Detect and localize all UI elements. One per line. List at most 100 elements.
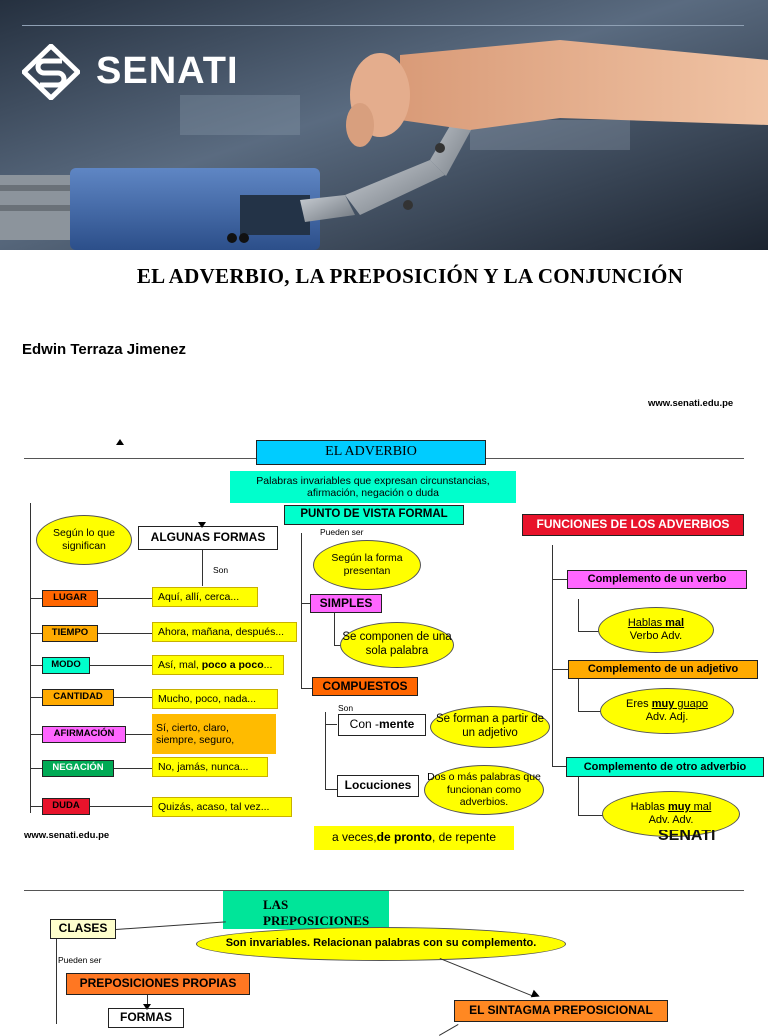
example-duda: Quizás, acaso, tal vez... [152,797,292,817]
tree-line [578,777,579,815]
loc-ex-1: a veces, [331,830,377,845]
page-title: EL ADVERBIO, LA PREPOSICIÓN Y LA CONJUNC… [136,264,684,288]
connector [552,766,566,767]
adverbio-title: EL ADVERBIO [256,440,486,465]
tree-line [325,712,326,790]
banner-top-line [22,25,744,26]
compuestos-box: COMPUESTOS [312,677,418,696]
son-label-2: Son [338,703,354,713]
author-name: Edwin Terraza Jimenez [22,341,186,358]
connector [30,768,42,769]
connector [30,734,42,735]
arrow-right-icon [530,989,542,1001]
connector [90,806,152,807]
funcion-verbo: Complemento de un verbo [567,570,747,589]
connector [30,633,42,634]
con-mente-box: Con -mente [338,714,426,736]
ex-adv-b: muy [667,800,691,813]
connector [30,806,42,807]
connector [98,633,152,634]
example-tiempo: Ahora, mañana, después... [152,622,297,642]
preposiciones-title: LAS PREPOSICIONES [263,897,370,929]
category-tiempo: TIEMPO [42,625,98,642]
example-negacion: No, jamás, nunca... [152,757,268,777]
funciones-title: FUNCIONES DE LOS ADVERBIOS [522,514,744,536]
pointer-triangle-icon [116,439,124,445]
formas-box: FORMAS [108,1008,184,1028]
website-link-bottom[interactable]: www.senati.edu.pe [24,830,110,841]
connector [114,768,152,769]
son-label: Son [213,565,229,575]
con-mente-b: mente [379,717,415,732]
connector [578,631,600,632]
ex-verbo-tags: Verbo Adv. [629,630,683,642]
category-duda: DUDA [42,798,90,815]
connector [438,1024,459,1036]
logo-text: SENATI [96,50,239,92]
connector [30,697,42,698]
tree-line [578,599,579,631]
connector [90,665,152,666]
slide-divider-2 [24,890,744,891]
funcion-verbo-example: Hablas mal Verbo Adv. [598,607,714,653]
segun-forma-oval: Según la forma presentan [313,540,421,590]
connector [30,598,42,599]
connector [552,669,568,670]
funcion-adjetivo: Complemento de un adjetivo [568,660,758,679]
connector [30,665,42,666]
connector [552,579,567,580]
loc-ex-2: de pronto [376,830,432,845]
pueden-ser-label-2: Pueden ser [58,955,102,965]
arrow-down-icon-2 [143,1004,151,1010]
preposiciones-definition-oval: Son invariables. Relacionan palabras con… [196,927,566,961]
connector [325,724,337,725]
connector [325,789,337,790]
category-negacion: NEGACIÓN [42,760,114,777]
funcion-adjetivo-example: Eres muy guapo Adv. Adj. [600,688,734,734]
connector [578,815,604,816]
connector [301,688,312,689]
connector [98,598,152,599]
tree-line [578,679,579,711]
connector [334,645,342,646]
connector [114,697,152,698]
sintagma-preposicional-box: EL SINTAGMA PREPOSICIONAL [454,1000,668,1022]
category-cantidad: CANTIDAD [42,689,114,706]
category-afirmacion: AFIRMACIÓN [42,726,126,743]
example-cantidad: Mucho, poco, nada... [152,689,278,709]
ex-adj-b: muy [651,697,675,710]
example-modo-a: Así, mal, [158,658,199,671]
tree-line [147,995,148,1007]
tree-line [334,613,335,645]
ex-adj-tags: Adv. Adj. [645,711,689,723]
connector [301,603,310,604]
simples-description-oval: Se componen de una sola palabra [340,622,454,668]
header-banner: SENATI [0,0,768,250]
tree-line [552,545,553,767]
connector [116,921,226,930]
connector [126,734,152,735]
senati-logo-icon [22,44,80,100]
preposiciones-propias-box: PREPOSICIONES PROPIAS [66,973,250,995]
preposiciones-title-box: LAS PREPOSICIONES [223,891,389,929]
funcion-adverbio-example: Hablas muy mal Adv. Adv. [602,791,740,837]
punto-vista-formal: PUNTO DE VISTA FORMAL [284,505,464,525]
tree-line [202,550,203,586]
ex-adj-a: Eres [626,697,652,710]
example-modo-b: poco a poco [201,658,264,671]
example-lugar: Aquí, allí, cerca... [152,587,258,607]
arrow-down-icon [198,522,206,528]
con-mente-description-oval: Se forman a partir de un adjetivo [430,706,550,748]
segun-significan-oval: Según lo que significan [36,515,132,565]
con-mente-a: Con - [349,717,379,732]
locuciones-box: Locuciones [337,775,419,797]
algunas-formas-box: ALGUNAS FORMAS [138,526,278,550]
ex-adv-c: mal [690,800,712,813]
website-link[interactable]: www.senati.edu.pe [648,398,734,409]
example-modo: Así, mal, poco a poco... [152,655,284,675]
ex-verbo-b: mal [665,616,685,629]
example-afirmacion: Sí, cierto, claro, siempre, seguro, [152,714,276,754]
category-lugar: LUGAR [42,590,98,607]
pueden-ser-label: Pueden ser [320,527,364,537]
funcion-adverbio: Complemento de otro adverbio [566,757,764,777]
